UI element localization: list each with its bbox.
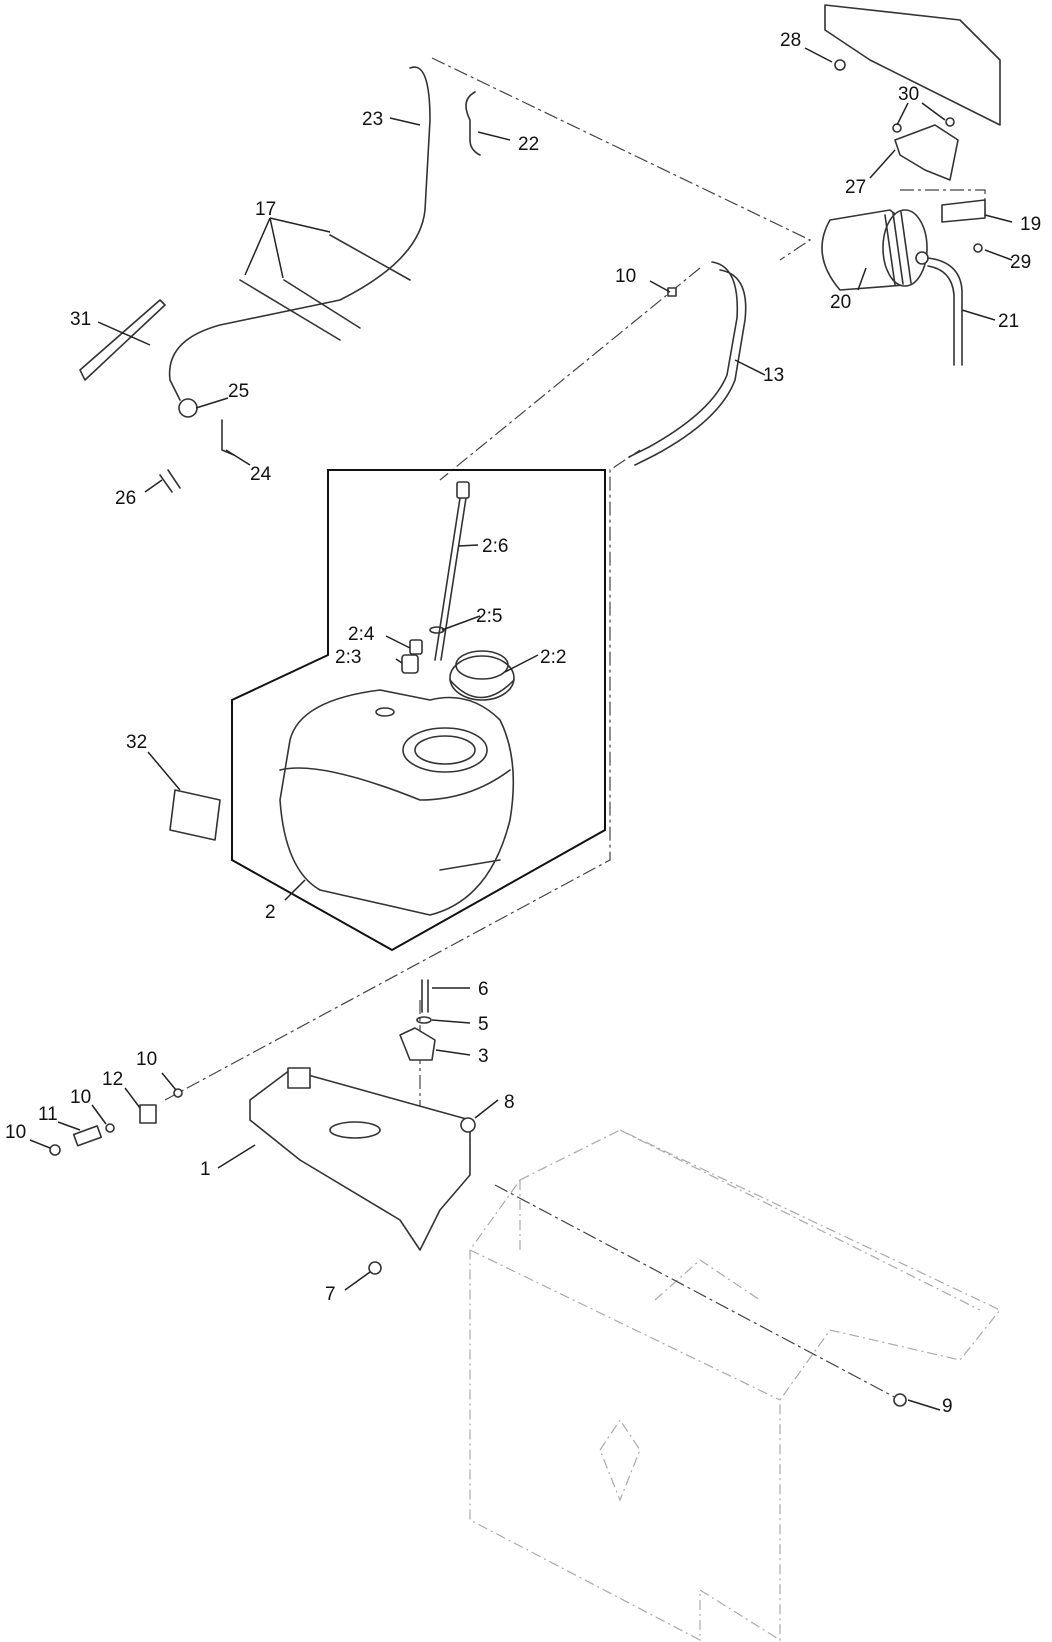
callout-2: 2 (265, 902, 276, 923)
callout-1: 1 (200, 1159, 211, 1180)
callout-26: 26 (115, 488, 136, 509)
callout-2-4: 2:4 (348, 624, 375, 645)
tank-fittings (375, 626, 445, 717)
cable-ties (239, 234, 411, 341)
callout-29: 29 (1010, 252, 1031, 273)
callout-27: 27 (845, 177, 866, 198)
callout-7: 7 (325, 1284, 336, 1305)
callout-22: 22 (518, 134, 539, 155)
bolt-29 (973, 243, 983, 253)
elbow-fitting (221, 419, 235, 456)
hose-clamp-top (667, 287, 677, 297)
callout-10-c: 10 (136, 1049, 157, 1070)
canister-bracket (941, 199, 986, 223)
callout-12: 12 (102, 1069, 123, 1090)
short-vent-hose (465, 91, 481, 156)
callout-11: 11 (38, 1104, 58, 1125)
callout-21: 21 (998, 311, 1019, 332)
nut-30b (945, 117, 955, 127)
pickup-tube (434, 481, 470, 661)
washer-5 (416, 1016, 432, 1024)
callout-10-b: 10 (70, 1087, 91, 1108)
hose-fitting (159, 469, 181, 493)
decal (169, 789, 221, 841)
callout-2-2: 2:2 (540, 647, 566, 668)
grommet (460, 1117, 476, 1133)
tank-kit-boundary (231, 469, 606, 952)
screw-28 (834, 59, 846, 71)
leader-lines (29, 47, 1013, 1411)
heat-shield (824, 4, 1001, 126)
canister-hose (927, 257, 963, 366)
fuel-tank (279, 689, 515, 916)
callout-31: 31 (70, 309, 91, 330)
callout-2-6: 2:6 (482, 536, 508, 557)
callout-32: 32 (126, 732, 147, 753)
callout-10-top: 10 (615, 266, 636, 287)
callout-20: 20 (830, 292, 851, 313)
tank-bracket (249, 1067, 471, 1251)
tank-clamp (399, 1027, 436, 1061)
mower-frame (469, 1129, 1001, 1642)
callout-28: 28 (780, 30, 801, 51)
fuel-cap (449, 650, 515, 701)
callout-30: 30 (898, 84, 919, 105)
callout-6: 6 (478, 979, 489, 1000)
callout-23: 23 (362, 109, 383, 130)
vent-valve (178, 398, 198, 418)
bolt-6 (421, 979, 429, 1013)
callout-13: 13 (763, 365, 784, 386)
tie-strap (79, 299, 166, 381)
callout-2-5: 2:5 (476, 606, 502, 627)
callout-25: 25 (228, 381, 249, 402)
callout-5: 5 (478, 1014, 489, 1035)
callout-9: 9 (942, 1396, 953, 1417)
callout-2-3: 2:3 (335, 647, 361, 668)
callout-17: 17 (255, 199, 276, 220)
bolt-9 (893, 1393, 907, 1407)
fuel-filter-assembly (49, 1088, 183, 1156)
callouts: 28 30 27 19 29 20 21 23 22 17 31 10 13 2… (5, 30, 1041, 1417)
charcoal-canister (821, 209, 929, 291)
callout-24: 24 (250, 464, 272, 485)
callout-19: 19 (1020, 214, 1041, 235)
callout-8: 8 (504, 1092, 515, 1113)
callout-3: 3 (478, 1046, 489, 1067)
mounting-bracket (894, 124, 959, 181)
fuel-line (628, 261, 747, 466)
nut-7 (368, 1261, 382, 1275)
callout-10-a: 10 (5, 1122, 26, 1143)
nut-30a (892, 123, 902, 133)
vent-hose (168, 66, 431, 401)
